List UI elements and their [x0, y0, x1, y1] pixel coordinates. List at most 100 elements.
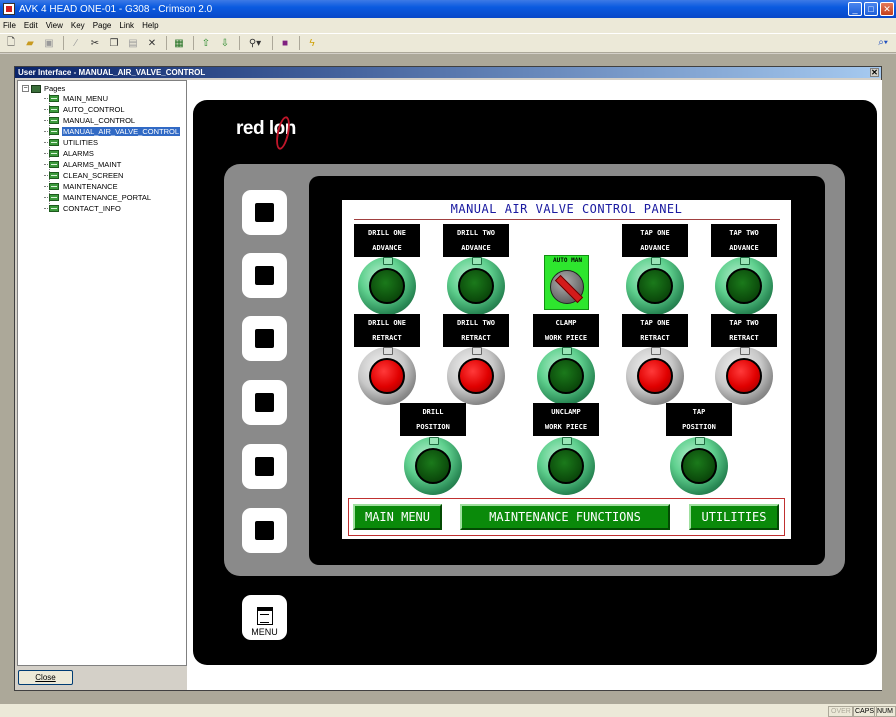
new-icon[interactable]: 🗋	[6, 36, 16, 48]
status-bar: OVER CAPS NUM	[0, 703, 896, 717]
zoom-icon[interactable]: ⚲▾	[248, 37, 262, 49]
menu-view[interactable]: View	[45, 21, 63, 30]
minimize-button[interactable]: _	[848, 2, 862, 16]
view-icon[interactable]: ▦	[174, 37, 184, 49]
page-icon	[49, 182, 59, 190]
main-menu-button[interactable]: MAIN MENU	[353, 504, 442, 530]
tap-two-retract-button[interactable]	[715, 347, 773, 405]
toolbar-separator	[239, 36, 240, 50]
utilities-button[interactable]: UTILITIES	[689, 504, 779, 530]
tap-two-advance-button[interactable]	[715, 257, 773, 315]
tree-item-utilities[interactable]: UTILITIES	[44, 137, 99, 147]
tree-item-contact-info[interactable]: CONTACT_INFO	[44, 203, 122, 213]
pages-tree: − Pages MAIN_MENU AUTO_CONTROL MANUAL_CO…	[17, 80, 187, 666]
ui-window-close-icon[interactable]: ✕	[870, 68, 879, 77]
page-icon	[49, 116, 59, 124]
tree-item-main-menu[interactable]: MAIN_MENU	[44, 93, 109, 103]
selector-label: AUTO MAN	[553, 257, 582, 264]
display-icon[interactable]: ■	[281, 37, 289, 49]
ui-window-titlebar: User Interface - MANUAL_AIR_VALVE_CONTRO…	[15, 67, 881, 78]
menu-edit[interactable]: Edit	[23, 21, 38, 30]
window-title: AVK 4 HEAD ONE-01 - G308 - Crimson 2.0	[19, 3, 213, 15]
help-icon[interactable]: ⌕▾	[878, 37, 888, 48]
tree-item-clean-screen[interactable]: CLEAN_SCREEN	[44, 170, 124, 180]
tree-root[interactable]: − Pages	[22, 84, 65, 93]
menu-key[interactable]: MENU	[242, 595, 287, 640]
menu-file[interactable]: File	[3, 21, 16, 30]
menu-help[interactable]: Help	[142, 21, 159, 30]
navigation-frame	[348, 498, 785, 536]
pushbutton-cap	[548, 358, 584, 394]
tree-root-label: Pages	[44, 84, 66, 93]
soft-key-5[interactable]	[242, 444, 287, 489]
maintenance-functions-button[interactable]: MAINTENANCE FUNCTIONS	[460, 504, 670, 530]
close-window-button[interactable]: ✕	[880, 2, 894, 16]
pen-icon[interactable]: ∕	[75, 37, 77, 49]
open-icon[interactable]: ▰	[26, 37, 34, 49]
menu-key[interactable]: Key	[70, 21, 85, 30]
title-divider	[354, 219, 780, 220]
pushbutton-cap	[726, 268, 762, 304]
tap-one-retract-button[interactable]	[626, 347, 684, 405]
menu-page[interactable]: Page	[92, 21, 112, 30]
copy-icon[interactable]: ❐	[109, 37, 119, 49]
close-button[interactable]: Close	[18, 670, 73, 685]
selector-knob-icon	[550, 270, 584, 304]
page-icon	[49, 149, 59, 157]
tree-item-maintenance-portal[interactable]: MAINTENANCE_PORTAL	[44, 192, 152, 202]
soft-key-3[interactable]	[242, 316, 287, 361]
drill-position-button[interactable]	[404, 437, 462, 495]
auto-man-selector[interactable]: AUTO MAN	[544, 255, 589, 310]
tap-position-button[interactable]	[670, 437, 728, 495]
maximize-button[interactable]: □	[864, 2, 878, 16]
ui-window-title: User Interface - MANUAL_AIR_VALVE_CONTRO…	[18, 68, 206, 77]
cut-icon[interactable]: ✂	[90, 37, 100, 49]
tree-item-auto-control[interactable]: AUTO_CONTROL	[44, 104, 126, 114]
drill-two-advance-button[interactable]	[447, 257, 505, 315]
soft-key-1[interactable]	[242, 190, 287, 235]
soft-key-2[interactable]	[242, 253, 287, 298]
drill-one-advance-button[interactable]	[358, 257, 416, 315]
paste-icon[interactable]: ▤	[128, 37, 138, 49]
tap-one-advance-button[interactable]	[626, 257, 684, 315]
tree-item-maintenance[interactable]: MAINTENANCE	[44, 181, 119, 191]
drill-two-retract-button[interactable]	[447, 347, 505, 405]
clamp-work-piece-button[interactable]	[537, 347, 595, 405]
page-icon	[49, 204, 59, 212]
soft-key-6[interactable]	[242, 508, 287, 553]
toolbar-separator	[166, 36, 167, 50]
collapse-icon[interactable]: −	[22, 85, 29, 92]
toolbar-separator	[63, 36, 64, 50]
tree-item-manual-air-valve-control[interactable]: MANUAL_AIR_VALVE_CONTROL	[44, 126, 181, 136]
page-icon	[49, 193, 59, 201]
lightning-icon[interactable]: ϟ	[309, 37, 315, 49]
pushbutton-cap	[637, 268, 673, 304]
arrow-down-icon[interactable]: ⇩	[220, 37, 230, 49]
save-icon[interactable]: ▣	[44, 37, 54, 49]
toolbar: 🗋 ▰ ▣ ∕ ✂ ❐ ▤ ✕ ▦ ⇧ ⇩ ⚲▾ ■ ϟ ⌕▾	[0, 33, 896, 53]
soft-key-4[interactable]	[242, 380, 287, 425]
tree-item-alarms-maint[interactable]: ALARMS_MAINT	[44, 159, 122, 169]
drill-one-retract-button[interactable]	[358, 347, 416, 405]
tree-item-manual-control[interactable]: MANUAL_CONTROL	[44, 115, 136, 125]
page-icon	[49, 105, 59, 113]
page-icon	[49, 160, 59, 168]
delete-icon[interactable]: ✕	[147, 37, 157, 49]
page-icon	[49, 171, 59, 179]
page-icon	[49, 127, 59, 135]
arrow-up-icon[interactable]: ⇧	[201, 37, 211, 49]
status-num: NUM	[874, 706, 896, 717]
red-lion-logo: red lon	[236, 118, 296, 139]
menu-bar: File Edit View Key Page Link Help	[0, 18, 896, 33]
menu-link[interactable]: Link	[119, 21, 135, 30]
tree-item-alarms[interactable]: ALARMS	[44, 148, 95, 158]
unclamp-work-piece-button[interactable]	[537, 437, 595, 495]
